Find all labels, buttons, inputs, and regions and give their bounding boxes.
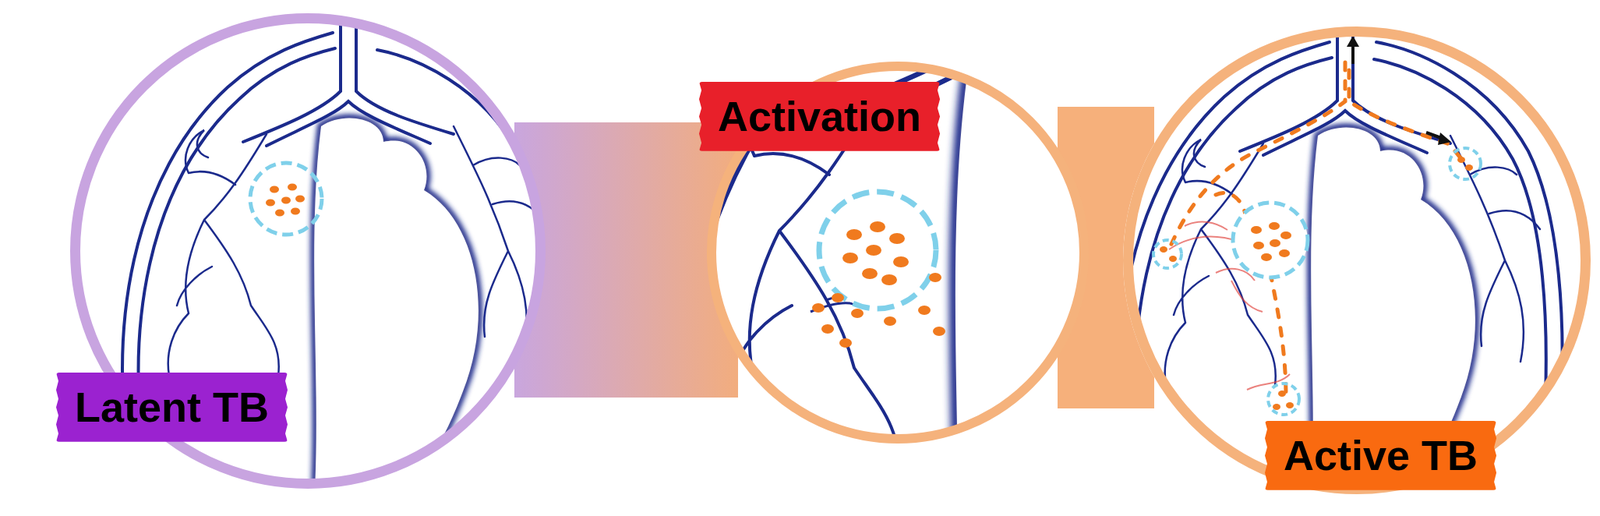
stage-circle: Active TB (1123, 26, 1591, 495)
stage-circle: Activation (706, 61, 1089, 444)
stage-tag: Active TB (1264, 420, 1497, 491)
stage-tag: Activation (699, 81, 940, 152)
stage-band (514, 122, 739, 398)
stage-circle: Latent TB (70, 13, 546, 489)
stage-tag: Latent TB (56, 372, 288, 442)
